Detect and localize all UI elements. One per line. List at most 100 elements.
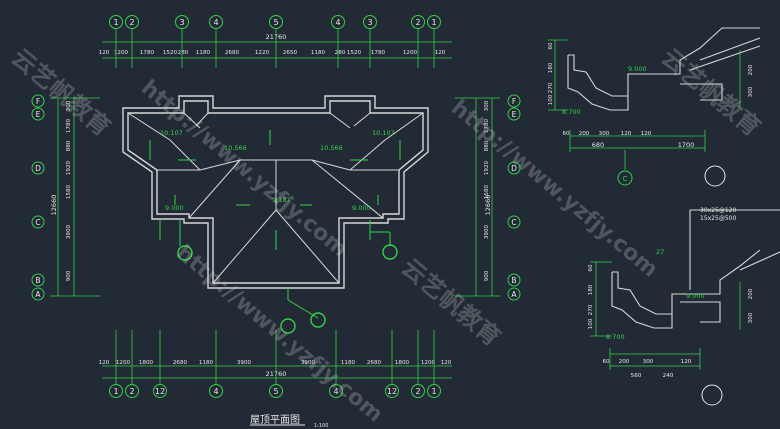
axis-label: 1 (113, 18, 118, 27)
elevation-label: 8.700 (606, 333, 625, 341)
dimension-label: 120 (621, 131, 632, 137)
dimension-label: 120 (99, 50, 110, 56)
callout-circle-right (382, 244, 398, 260)
dimension-label: 3900 (484, 224, 490, 239)
axis-label: 5 (273, 18, 278, 27)
axis-bubble (411, 15, 425, 29)
right-dimensions (455, 97, 500, 297)
axis-label: C (35, 218, 40, 227)
dimension-label: 1180 (196, 50, 211, 56)
watermark: http://www.yzfjy.com (136, 75, 352, 262)
elevation-label: 10.107 (372, 129, 395, 137)
axis-bubble (269, 15, 283, 29)
detail-note: 15x25@500 (700, 215, 736, 222)
axis-label: B (511, 276, 516, 285)
elevation-label: 10.107 (160, 129, 183, 137)
watermark: 云艺帆教育 (396, 253, 506, 352)
axis-label: A (511, 290, 517, 299)
dimension-label: 120 (435, 50, 446, 56)
axis-label: 4 (213, 18, 218, 27)
axis-label: 12 (155, 387, 165, 396)
dimension-label: 2650 (283, 50, 298, 56)
axis-bubble (427, 384, 441, 398)
left-dimensions (50, 97, 100, 297)
dimension-label: 200 (748, 288, 754, 299)
axis-bubble (507, 161, 521, 175)
axis-bubble (31, 161, 45, 175)
dimension-label: 560 (631, 373, 642, 379)
dimension-label: 120 (641, 131, 652, 137)
axis-label: B (35, 276, 40, 285)
dimension-label: 300 (748, 312, 754, 323)
axis-label: D (511, 164, 517, 173)
axis-bubble (507, 287, 521, 301)
axis-bubble (125, 15, 139, 29)
dimension-label: 60 (588, 264, 594, 272)
axis-label: 4 (213, 387, 218, 396)
axis-bubble (507, 94, 521, 108)
dimension-label: 1200 (116, 360, 131, 366)
axis-bubble (209, 384, 223, 398)
axis-label: E (512, 110, 517, 119)
dimension-label: 1780 (66, 118, 72, 133)
dimension-label: 120 (681, 359, 692, 365)
dimension-label: 1780 (140, 50, 155, 56)
elevation-label: 10.566 (320, 144, 343, 152)
dimension-label: 280 (335, 50, 346, 56)
dimension-label: 270 (588, 304, 594, 315)
axis-bubble (31, 107, 45, 121)
axis-label: 4 (335, 18, 340, 27)
dimension-label: 900 (66, 270, 72, 281)
axis-label: D (35, 164, 41, 173)
elevation-label: 9.000 (686, 292, 705, 300)
dimension-label: 1780 (484, 118, 490, 133)
right-total-dimension: 12660 (484, 195, 492, 216)
axis-label: 12 (387, 387, 397, 396)
detail-bottom-bottom-dims: 60 200 300 120 (602, 359, 691, 365)
axis-bubble (31, 94, 45, 108)
axis-bubble (329, 384, 343, 398)
north-symbol (704, 165, 726, 187)
elevation-label: 9.000 (352, 204, 371, 212)
callout-circle-left (177, 245, 193, 261)
axis-bubble (209, 15, 223, 29)
elevation-labels: 10.107 10.107 10.566 10.566 9.000 9.000 … (160, 129, 395, 212)
watermark: http://www.yzfjy.com (171, 240, 387, 427)
callout-circle-bottom (310, 312, 326, 328)
dimension-label: 1220 (255, 50, 270, 56)
drawing-title: 屋顶平面图 (250, 414, 300, 426)
dimension-label: 60 (562, 131, 570, 137)
elevation-label: 8.700 (562, 108, 581, 116)
detail-top-span: 1700 (678, 141, 695, 149)
dimension-label: 300 (643, 359, 654, 365)
section-label: C (623, 175, 628, 183)
dimension-label: 100 (588, 318, 594, 329)
dimension-label: 880 (484, 140, 490, 151)
axis-label: 2 (415, 387, 420, 396)
dimension-label: 1920 (484, 160, 490, 175)
dimension-label: 200 (579, 131, 590, 137)
axis-bubble (427, 15, 441, 29)
axis-bubble (31, 287, 45, 301)
dimension-label: 1180 (341, 360, 356, 366)
dimension-label: 60 (602, 359, 610, 365)
dimension-label: 1520 (347, 50, 362, 56)
watermarks: http://www.yzfjy.com http://www.yzfjy.co… (6, 43, 766, 427)
dimension-label: 200 (619, 359, 630, 365)
detail-top-total: 680 (592, 141, 604, 149)
callout-circle-bottom-2 (280, 318, 296, 334)
axis-label: 3 (179, 18, 184, 27)
axis-bubble (507, 273, 521, 287)
dimension-label: 2680 (367, 360, 382, 366)
axis-label: F (512, 97, 516, 106)
axis-bubble (125, 384, 139, 398)
dimension-label: 180 (548, 62, 554, 73)
